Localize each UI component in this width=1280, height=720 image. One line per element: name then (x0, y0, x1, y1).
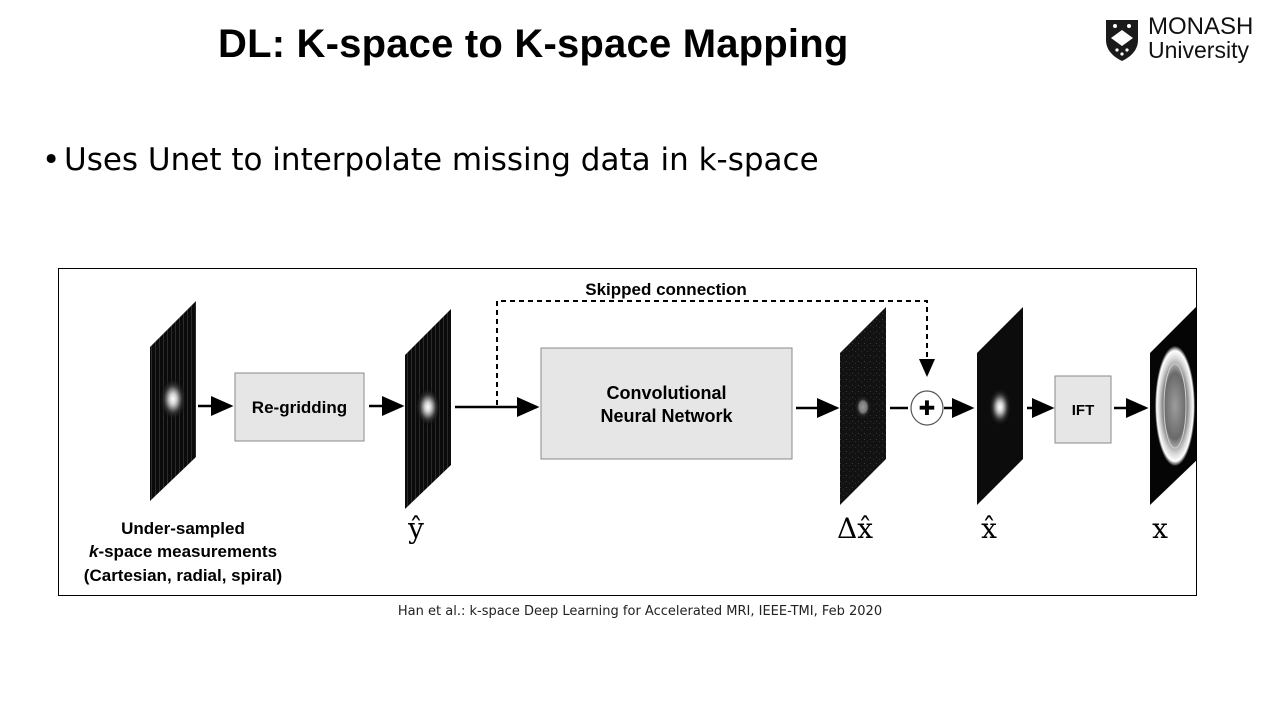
bullet-item: •Uses Unet to interpolate missing data i… (42, 142, 819, 178)
cnn-block: Convolutional Neural Network (540, 347, 793, 460)
sum-node: ✚ (910, 390, 944, 426)
skip-connection-label: Skipped connection (585, 280, 747, 299)
regridding-label: Re-gridding (252, 398, 347, 417)
monash-logo: MONASH University (1100, 14, 1260, 66)
regridding-block: Re-gridding (234, 372, 365, 442)
yhat-label: ŷ (407, 512, 424, 545)
kspace-diagram: Re-gridding Skipped connection Convoluti… (58, 268, 1197, 596)
citation-caption: Han et al.: k-space Deep Learning for Ac… (397, 604, 883, 619)
diagram-canvas: Re-gridding Skipped connection Convoluti… (84, 280, 1196, 585)
skip-connection-line (496, 300, 935, 405)
input-kspace-image (150, 301, 196, 501)
ift-block: IFT (1054, 375, 1112, 444)
ift-label: IFT (1072, 402, 1095, 419)
xhat-kspace-image (977, 307, 1023, 505)
xhat-label: x̂ (981, 512, 997, 545)
input-label-k: k (89, 542, 100, 561)
logo-name: MONASH (1148, 13, 1254, 40)
crest-icon (1106, 20, 1138, 61)
bullet-text: Uses Unet to interpolate missing data in… (64, 142, 819, 178)
cnn-label-line2: Neural Network (600, 406, 733, 426)
reconstructed-mr-image (1150, 307, 1196, 505)
cnn-label-line1: Convolutional (607, 383, 727, 403)
yhat-kspace-image (405, 309, 451, 509)
delta-xhat-label: Δx̂ (837, 512, 873, 545)
plus-icon: ✚ (919, 396, 936, 420)
input-label-rest: -space measurements (98, 542, 277, 561)
delta-xhat-image (840, 307, 886, 505)
logo-subname: University (1148, 37, 1249, 63)
input-label-line2: k-space measurements (89, 542, 277, 561)
x-label: x (1152, 512, 1168, 545)
input-label-line1: Under-sampled (121, 519, 245, 538)
bullet-dot: • (42, 142, 61, 178)
slide-title: DL: K-space to K-space Mapping (218, 22, 849, 66)
input-label-line3: (Cartesian, radial, spiral) (84, 566, 282, 585)
